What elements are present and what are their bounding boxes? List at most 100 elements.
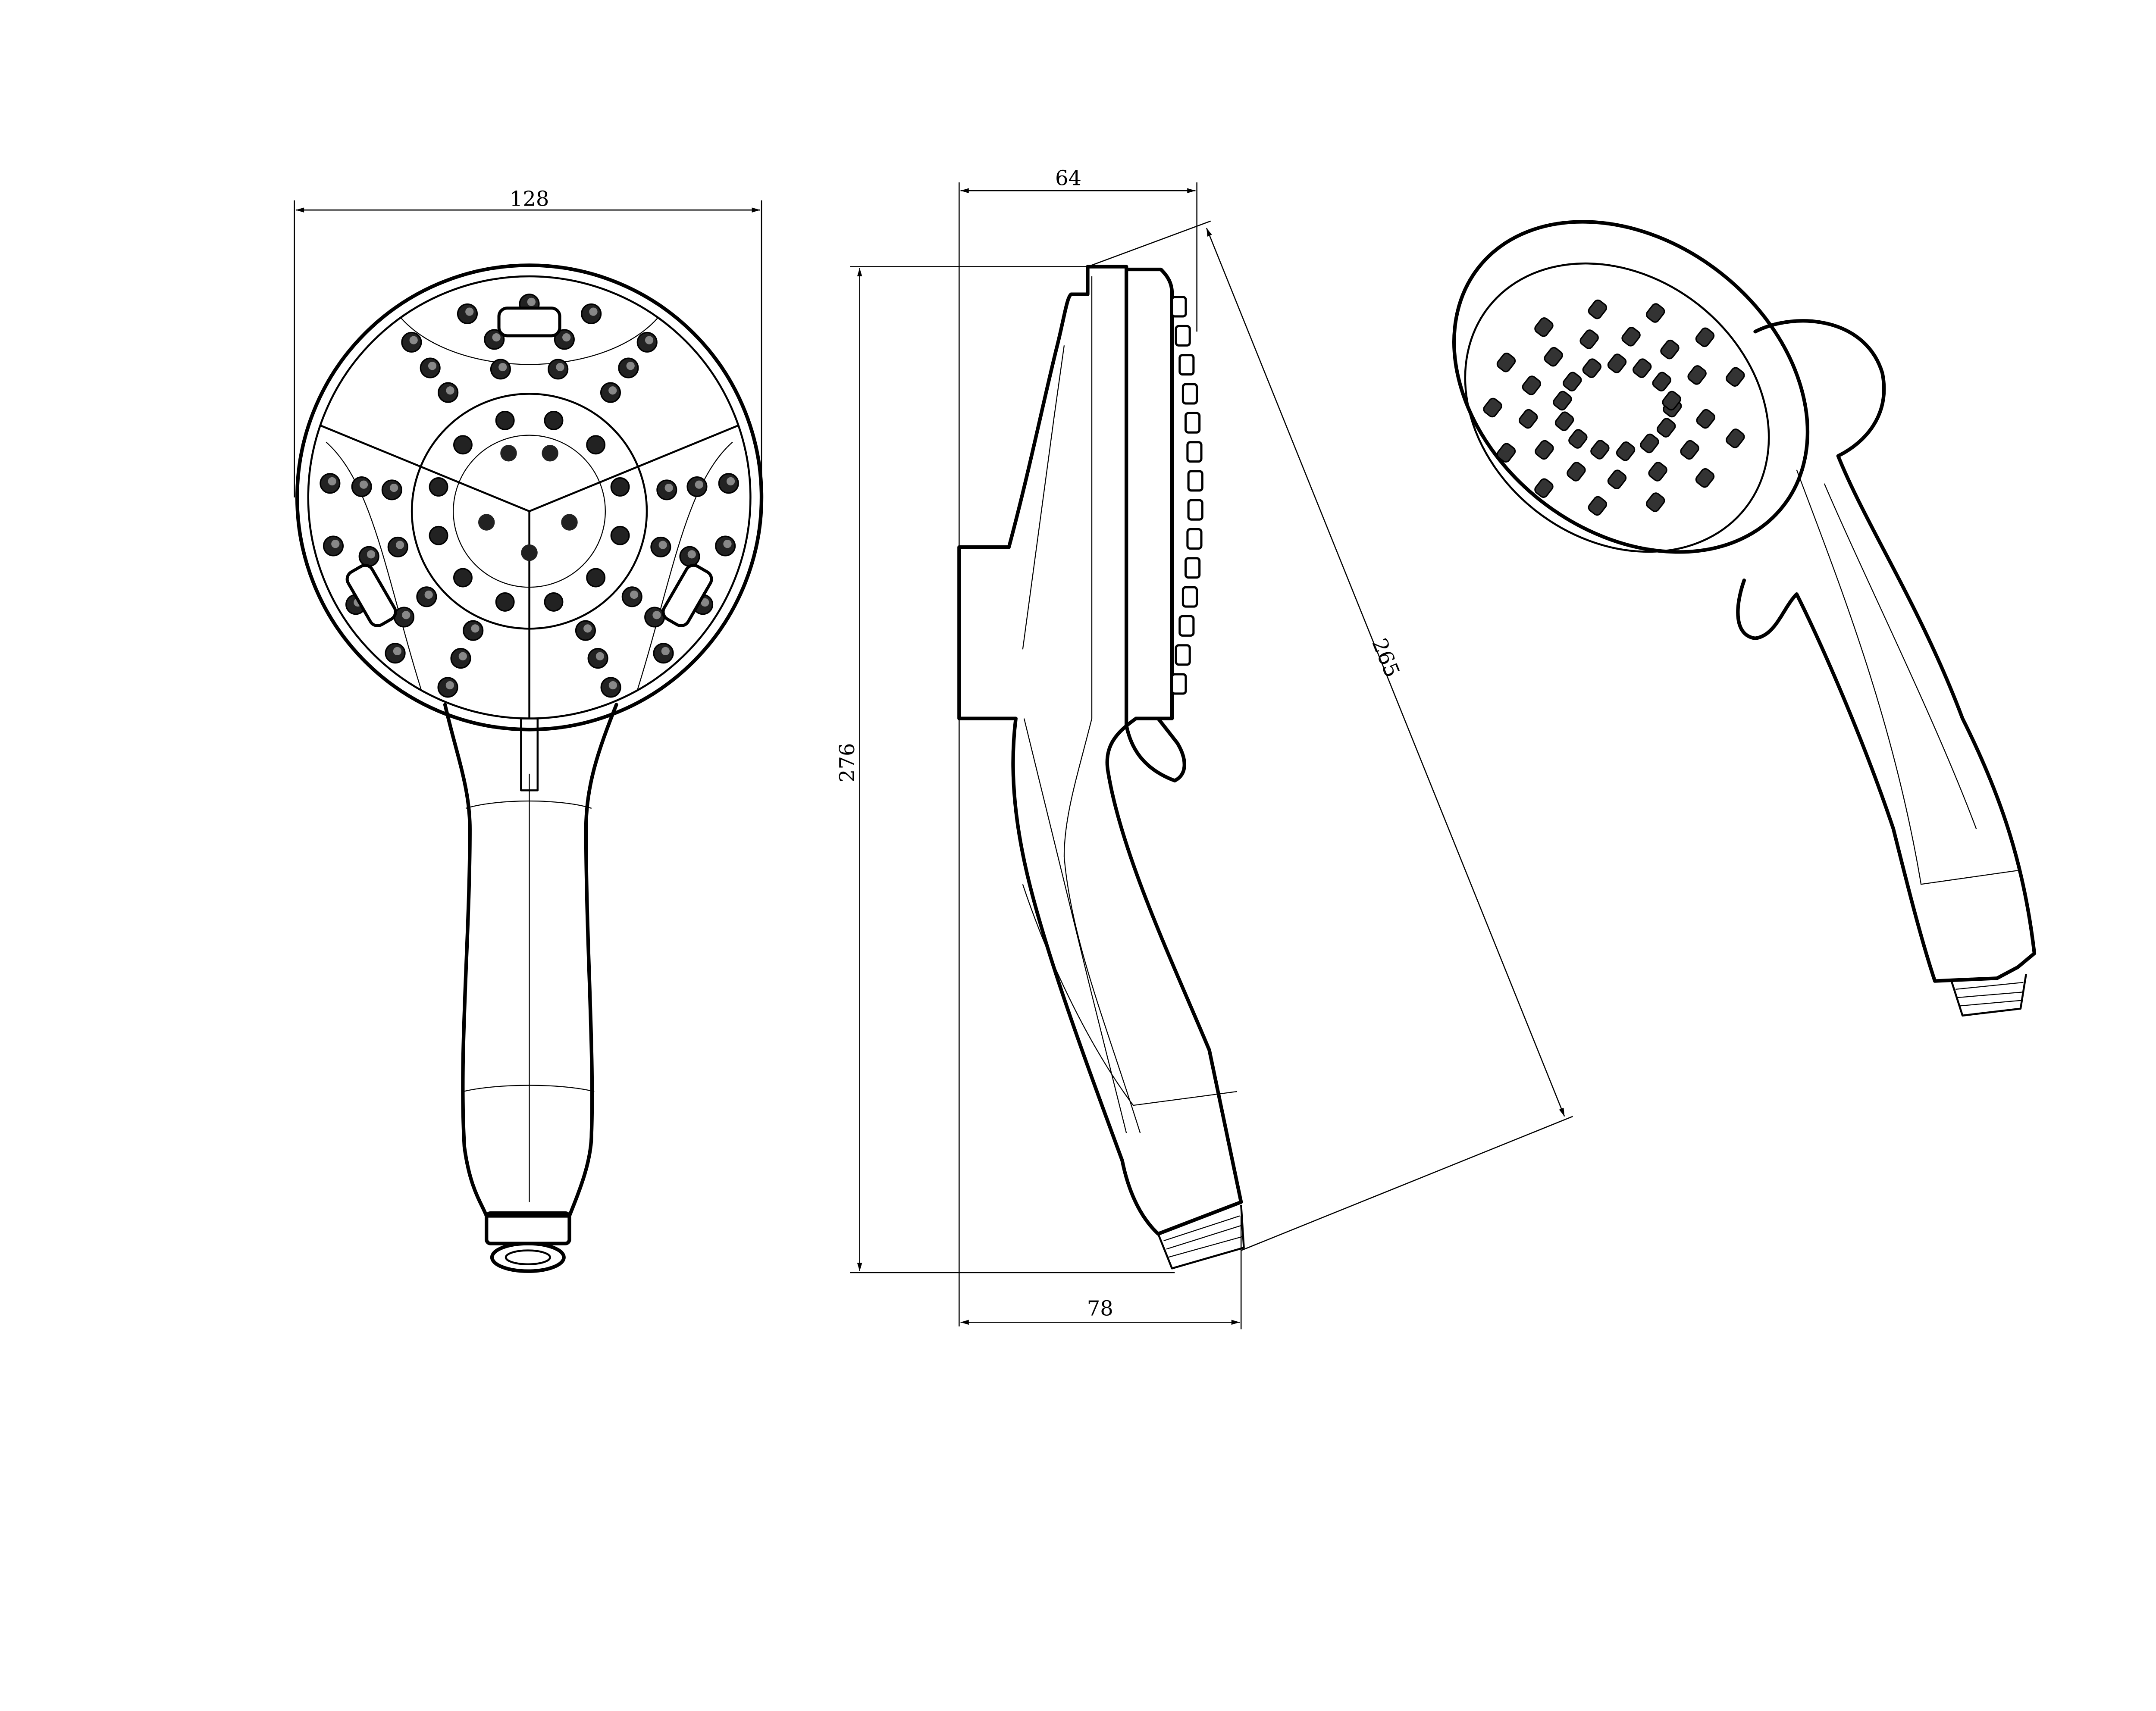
nozzle (1186, 528, 1203, 550)
nozzle (416, 586, 437, 607)
front-zone-arcs (326, 317, 733, 691)
nozzle (1483, 397, 1502, 418)
nozzle-slot (661, 563, 713, 627)
nozzle (1640, 433, 1659, 454)
nozzle (457, 303, 478, 324)
front-y-divider (320, 425, 739, 719)
nozzle (1695, 327, 1715, 347)
nozzle (1181, 586, 1198, 608)
nozzle (1522, 375, 1542, 395)
side-nozzles (1171, 296, 1203, 695)
nozzle (1680, 440, 1699, 460)
nozzle (320, 473, 341, 494)
dimension-128-label: 128 (510, 187, 549, 211)
isometric-view (1452, 220, 2037, 1017)
nozzle (1544, 347, 1563, 367)
nozzle (495, 410, 515, 430)
nozzle (453, 435, 473, 455)
nozzle (323, 535, 344, 557)
nozzle (484, 329, 505, 350)
nozzle (600, 382, 621, 403)
nozzle (575, 620, 596, 641)
nozzle (1187, 499, 1203, 521)
nozzle (1726, 429, 1745, 448)
technical-drawing: 128 64 276 78 265 (294, 166, 2037, 1329)
nozzle (715, 535, 736, 557)
front-connector (485, 1211, 571, 1273)
iso-thread-lines (1955, 982, 2024, 1007)
nozzle (1616, 441, 1636, 461)
nozzle (656, 479, 677, 500)
nozzle (1178, 615, 1195, 637)
front-head-outline (295, 263, 764, 732)
nozzle (453, 568, 473, 588)
nozzle (495, 592, 515, 612)
iso-handle-outline (1736, 319, 2037, 983)
nozzle-slot (345, 563, 397, 627)
nozzle (600, 677, 621, 698)
iso-handle-lines (1796, 469, 2018, 885)
nozzle (437, 677, 458, 698)
nozzle (1645, 492, 1665, 512)
nozzle (450, 648, 471, 669)
nozzle (385, 643, 406, 664)
nozzle (429, 477, 448, 497)
nozzle (1568, 429, 1588, 449)
nozzle (1187, 470, 1203, 492)
nozzle (636, 332, 658, 353)
nozzle (1662, 391, 1681, 411)
nozzle (463, 620, 484, 641)
dimension-64-label: 64 (1055, 166, 1081, 190)
nozzle (1171, 296, 1187, 318)
nozzle (650, 536, 671, 557)
nozzle (544, 410, 564, 430)
dimension-265-label: 265 (1367, 635, 1404, 681)
nozzle (1687, 365, 1707, 385)
nozzle (1181, 383, 1198, 405)
nozzle (679, 546, 700, 567)
nozzle (644, 607, 665, 628)
nozzle (500, 445, 517, 462)
nozzle (1607, 353, 1627, 373)
nozzle (610, 477, 630, 497)
nozzle (587, 648, 608, 669)
nozzle (586, 568, 606, 588)
side-thread (1157, 1204, 1245, 1270)
nozzle (1185, 557, 1201, 579)
nozzle (554, 329, 575, 350)
nozzle (1695, 468, 1715, 488)
side-inner-lines (1022, 276, 1237, 1133)
nozzle (387, 536, 408, 557)
dimension-265: 265 (1087, 220, 1573, 1251)
nozzle (1588, 496, 1608, 516)
front-view (295, 263, 764, 1273)
nozzle (1535, 440, 1554, 460)
nozzle (1185, 412, 1201, 434)
nozzle (1645, 303, 1665, 323)
nozzle (1579, 329, 1599, 349)
dimension-64: 64 (959, 166, 1197, 1326)
nozzle (351, 476, 372, 497)
nozzle (1657, 418, 1676, 438)
nozzle (621, 586, 642, 607)
nozzle (381, 479, 402, 500)
dimension-276-label: 276 (835, 743, 859, 782)
front-handle-ring (465, 801, 592, 809)
nozzle (718, 473, 739, 494)
front-handle-band (463, 1085, 595, 1092)
nozzle-slot (497, 307, 561, 338)
nozzle (1563, 372, 1582, 391)
nozzle (1652, 372, 1671, 391)
nozzle (653, 643, 674, 664)
nozzle (542, 445, 558, 462)
nozzle (1171, 673, 1187, 695)
front-nozzles (320, 294, 739, 698)
nozzle (1554, 411, 1574, 431)
front-handle-outline (443, 703, 618, 1218)
nozzle (521, 544, 538, 561)
nozzle (561, 514, 578, 531)
side-thread-lines (1163, 1215, 1243, 1258)
nozzle (618, 357, 639, 378)
nozzle (1607, 469, 1627, 489)
nozzle (1590, 440, 1610, 460)
